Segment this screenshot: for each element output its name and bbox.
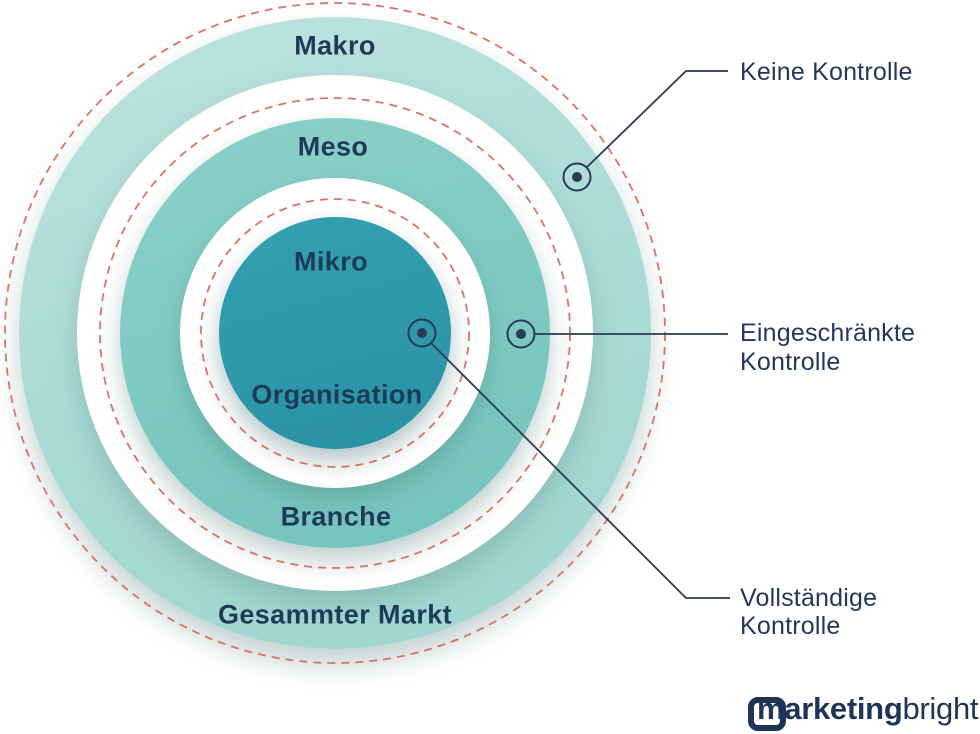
marker-no-control-icon [562, 162, 592, 192]
ring-label-organisation: Organisation [251, 379, 423, 410]
marker-full-control-icon [407, 318, 437, 348]
connector-full-control [430, 342, 730, 599]
ring-label-branche: Branche [280, 501, 392, 532]
ring-label-meso: Meso [297, 131, 369, 162]
marker-limited-control-icon [506, 319, 536, 349]
ring-label-mikro: Mikro [293, 246, 369, 277]
annotation-full-control-line2: Kontrolle [740, 612, 841, 640]
connector-no-control [585, 70, 728, 169]
annotation-no-control-text: Keine Kontrolle [740, 58, 913, 86]
dashed-guide-middle-icon [99, 97, 571, 569]
logo-m-badge-icon [748, 697, 786, 731]
annotation-limited-control-line1: Eingeschränkte [740, 319, 916, 347]
logo-text-light: bright [902, 691, 979, 726]
logo-text: marketingbright [757, 687, 979, 731]
logo-text-bold: marketing [757, 691, 903, 726]
annotation-full-control: Vollständige Kontrolle [740, 584, 877, 640]
annotation-no-control: Keine Kontrolle [740, 57, 913, 87]
annotation-limited-control-line2: Kontrolle [740, 348, 841, 376]
marketingbright-logo: marketingbright [748, 687, 980, 734]
dashed-guide-outer-icon [4, 2, 666, 664]
micro-core-circle [219, 217, 451, 449]
dashed-guide-inner-icon [200, 198, 470, 468]
annotation-limited-control: Eingeschränkte Kontrolle [740, 319, 915, 377]
ring-label-makro: Makro [294, 30, 376, 61]
annotation-full-control-line1: Vollständige [740, 584, 878, 612]
ring-label-gesammter-markt: Gesammter Markt [217, 599, 453, 630]
